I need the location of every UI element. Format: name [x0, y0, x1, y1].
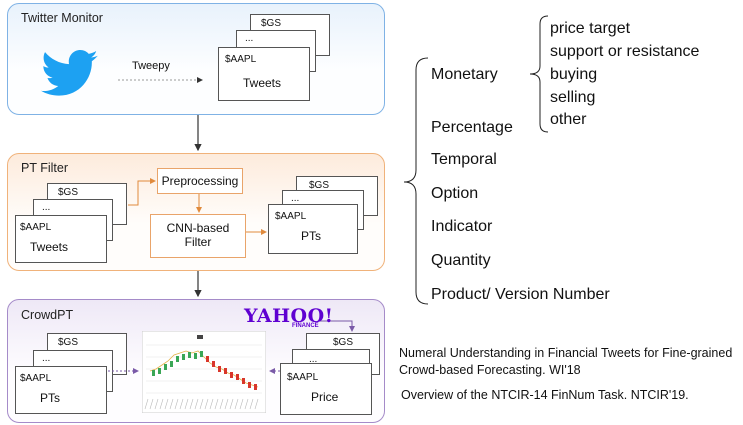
candle-mark [164, 364, 167, 370]
category-product-version: Product/ Version Number [431, 286, 610, 303]
monetary-sub-brace [529, 15, 549, 133]
stock-chart-thumbnail [142, 331, 266, 413]
category-temporal: Temporal [431, 151, 497, 168]
twitter-monitor-title: Twitter Monitor [21, 11, 103, 25]
price-doc-front: $AAPL Price [280, 363, 372, 415]
tweet-doc-front: $AAPL Tweets [218, 47, 310, 101]
candle-mark [194, 353, 197, 359]
yahoo-finance-logo: YAHOO! [244, 305, 334, 327]
candle-mark [230, 372, 233, 378]
candle-mark [176, 356, 179, 362]
candle-mark [248, 382, 251, 388]
twitter-bird-icon [40, 50, 98, 96]
reference-wi18: Numeral Understanding in Financial Tweet… [399, 346, 733, 377]
category-indicator: Indicator [431, 218, 493, 235]
main-brace [403, 57, 429, 305]
yahoo-finance-sub: FINANCE [292, 323, 319, 329]
tweepy-arrow [118, 77, 203, 83]
candle-mark [206, 356, 209, 362]
candle-mark [158, 368, 161, 374]
crowdpt-title: CrowdPT [21, 308, 74, 322]
candle-mark [236, 374, 239, 380]
preprocessing-box: Preprocessing [157, 168, 243, 194]
candle-mark [212, 361, 215, 367]
filter-doc-front: $AAPL Tweets [15, 215, 107, 263]
candle-mark [224, 368, 227, 374]
monetary-sub-price-target: price target [550, 20, 631, 37]
cnn-filter-box: CNN-based Filter [150, 214, 246, 258]
category-percentage: Percentage [431, 119, 513, 136]
candle-mark [242, 378, 245, 384]
arrow-yahoo-to-price [320, 320, 355, 332]
candle-mark [218, 366, 221, 372]
crowd-doc-front: $AAPL PTs [15, 366, 107, 414]
monetary-sub-buying: buying [550, 66, 598, 83]
category-quantity: Quantity [431, 252, 491, 269]
tweepy-label: Tweepy [132, 60, 170, 72]
reference-ntcir19: Overview of the NTCIR-14 FinNum Task. NT… [401, 388, 689, 402]
pt-filter-title: PT Filter [21, 161, 68, 175]
candle-mark [152, 370, 155, 376]
category-option: Option [431, 185, 479, 202]
candle-mark [182, 354, 185, 360]
arrow-tweets-to-preprocessing [128, 178, 156, 206]
candle-mark [200, 351, 203, 357]
candle-mark [170, 361, 173, 367]
monetary-sub-selling: selling [550, 89, 596, 106]
candle-mark [188, 352, 191, 358]
monetary-sub-support-resistance: support or resistance [550, 43, 700, 60]
category-monetary: Monetary [431, 66, 498, 83]
pt-doc-front: $AAPL PTs [268, 204, 358, 254]
candle-mark [254, 384, 257, 390]
monetary-sub-other: other [550, 111, 587, 128]
